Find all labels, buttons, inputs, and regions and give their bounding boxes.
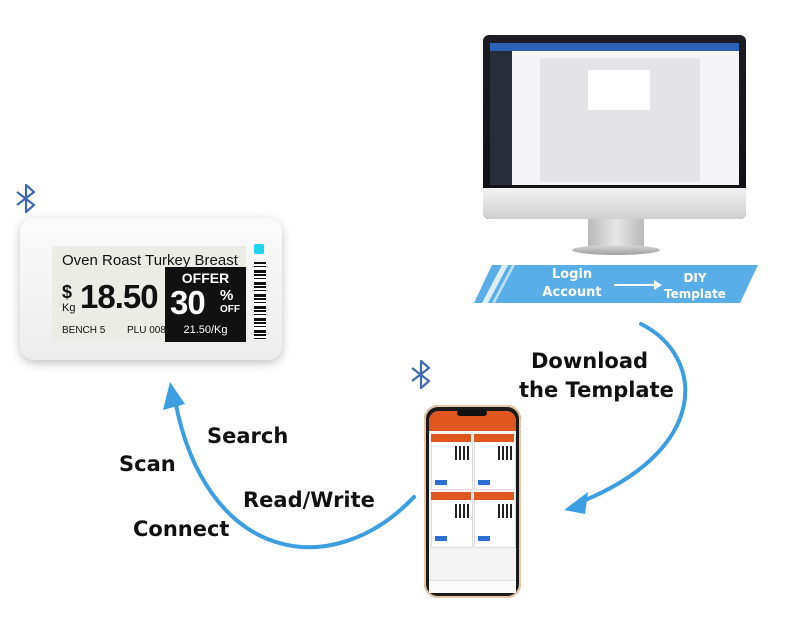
monitor-stand-neck [588,219,644,247]
qr-icon [498,446,512,460]
bluetooth-icon [411,359,431,390]
phone-card-header [431,434,471,442]
tag-led-indicator [254,244,264,254]
arrow-head [163,382,185,410]
tag-price: 18.50 [80,278,159,315]
label-search: Search [207,424,289,448]
phone-card-button [435,480,447,485]
banner-stripe [492,265,515,303]
banner-login: Login Account [522,266,622,302]
label-read-write: Read/Write [243,488,375,512]
tag-bench: BENCH 5 [62,325,106,336]
tag-offer-panel [165,267,246,342]
monitor-template-area [588,70,650,110]
tag-offer-label: OFFER [181,270,230,286]
phone-card-button [478,536,490,541]
login-banner [474,265,758,303]
label-the-template: the Template [519,378,674,402]
tag-unit-price: 21.50/Kg [183,324,228,336]
monitor-sidebar [490,51,512,185]
label-download: Download [531,349,649,373]
phone-bottom-nav [429,580,516,593]
monitor-stand-base [572,245,660,255]
qr-icon [455,504,469,518]
banner-login-line2: Account [542,285,602,300]
qr-icon [498,504,512,518]
banner-stripe [482,265,508,303]
phone-card-button [478,480,490,485]
barcode-icon [254,262,266,340]
tag-discount: 30 [170,284,206,321]
banner-login-line1: Login [551,267,593,282]
arrow-right-head [654,280,662,290]
phone-card-button [435,536,447,541]
monitor-chin [483,188,746,219]
banner-diy-line1: DIY [683,271,707,285]
tag-discount-sign: % [220,287,234,304]
tag-currency: $ [62,282,73,302]
tag-discount-suffix: OFF [220,304,240,315]
qr-icon [455,446,469,460]
arrow-head [564,492,588,514]
phone-notch [457,410,487,416]
phone-tag-card [431,492,473,548]
phone-card-header [474,492,514,500]
label-scan: Scan [119,452,176,476]
curved-arrow-icon [173,398,416,550]
banner-diy-line2: Template [664,287,726,301]
phone-app-header [429,411,516,431]
bluetooth-icon [16,183,36,214]
tag-unit: Kg [62,302,76,314]
banner-diy: DIY Template [650,270,740,302]
curved-arrow-icon [576,322,688,505]
tag-plu: PLU 0086 [127,325,172,336]
tag-product-name: Oven Roast Turkey Breast [62,252,238,269]
monitor-titlebar [490,43,739,51]
label-connect: Connect [133,517,230,541]
phone-card-header [474,434,514,442]
phone-card-header [431,492,471,500]
